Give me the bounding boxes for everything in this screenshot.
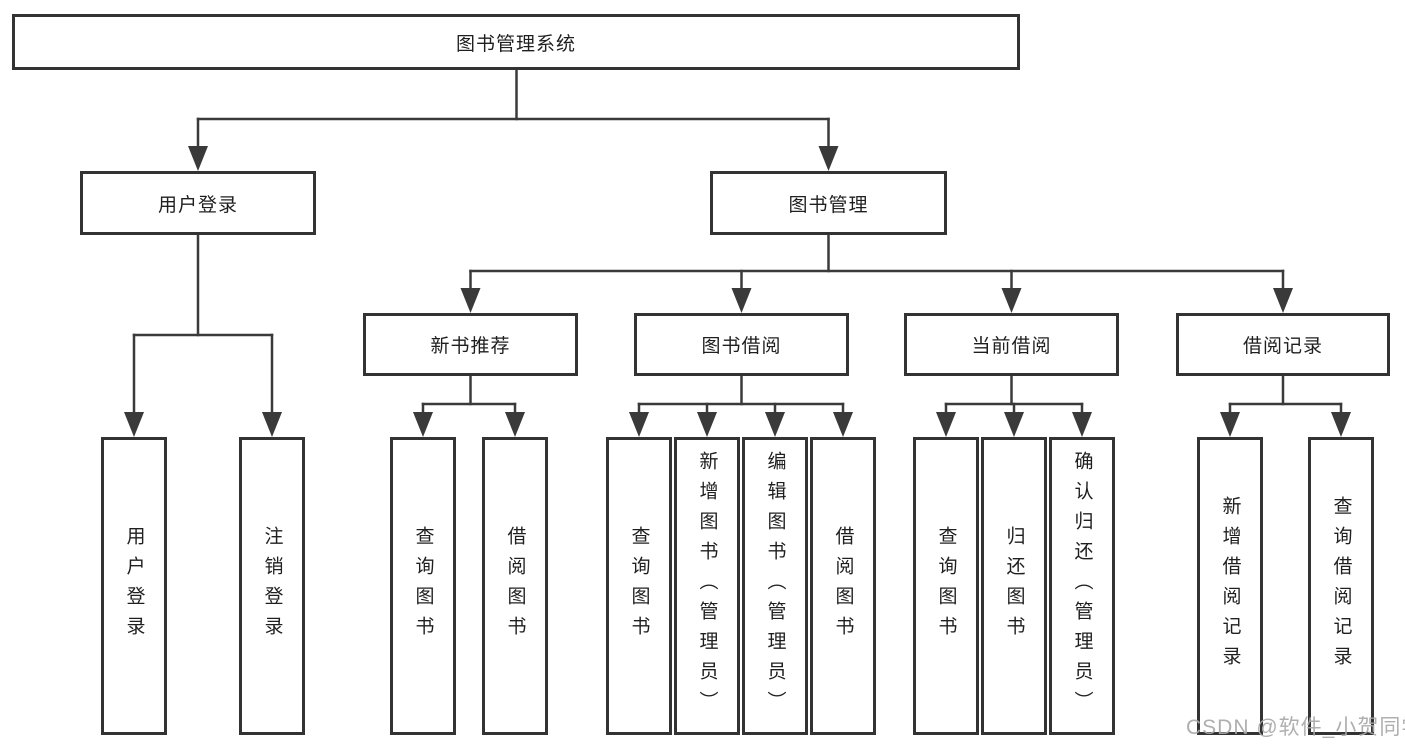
leaf-current-query-book-label: 查询图书: [935, 526, 957, 646]
arrowhead: [1004, 412, 1024, 437]
node-book-mgmt: 图书管理: [710, 171, 947, 235]
arrowhead: [1331, 412, 1351, 437]
arrowhead: [765, 412, 785, 437]
leaf-borrow-borrow-book: 借阅图书: [810, 437, 876, 735]
leaf-rec-query-book: 查询图书: [390, 437, 456, 735]
leaf-current-return-book: 归还图书: [981, 437, 1047, 735]
node-borrow-records: 借阅记录: [1176, 313, 1390, 376]
arrowhead: [505, 412, 525, 437]
node-user-login-label: 用户登录: [157, 194, 238, 216]
leaf-borrow-add-book-admin-label: 新增图书（管理员）: [696, 451, 718, 721]
node-book-borrow: 图书借阅: [634, 313, 849, 376]
arrowhead: [262, 412, 282, 437]
node-current-borrow-label: 当前借阅: [971, 336, 1052, 357]
arrowhead: [697, 412, 717, 437]
leaf-borrow-borrow-book-label: 借阅图书: [832, 526, 854, 646]
node-root: 图书管理系统: [12, 14, 1020, 70]
leaf-current-return-book-label: 归还图书: [1003, 526, 1025, 646]
leaf-records-query-record-label: 查询借阅记录: [1330, 496, 1352, 676]
leaf-records-add-record-label: 新增借阅记录: [1219, 496, 1241, 676]
leaf-records-query-record: 查询借阅记录: [1308, 437, 1374, 735]
leaf-current-confirm-return-admin-label: 确认归还（管理员）: [1071, 451, 1093, 721]
connector-root-to-branches: [188, 70, 839, 171]
node-book-mgmt-label: 图书管理: [788, 194, 869, 216]
arrowhead: [1001, 288, 1022, 313]
leaf-current-query-book: 查询图书: [913, 437, 979, 735]
leaf-borrow-edit-book-admin: 编辑图书（管理员）: [742, 437, 808, 735]
arrowhead: [460, 288, 481, 313]
arrowhead: [936, 412, 956, 437]
leaf-records-add-record: 新增借阅记录: [1197, 437, 1263, 735]
leaf-user-login: 用户登录: [101, 437, 167, 735]
node-new-book-rec: 新书推荐: [363, 313, 578, 376]
arrowhead: [1220, 412, 1240, 437]
connector-new-book-rec-to-leaves: [413, 376, 525, 437]
connector-borrow-records-to-leaves: [1220, 376, 1351, 437]
node-user-login: 用户登录: [80, 171, 316, 235]
leaf-logout: 注销登录: [239, 437, 305, 735]
leaf-rec-query-book-label: 查询图书: [412, 526, 434, 646]
arrowhead: [629, 412, 649, 437]
node-root-label: 图书管理系统: [455, 33, 576, 55]
arrowhead: [1072, 412, 1092, 437]
arrowhead: [1273, 288, 1293, 313]
arrowhead: [731, 288, 752, 313]
leaf-borrow-add-book-admin: 新增图书（管理员）: [674, 437, 740, 735]
connector-book-mgmt-to-groups: [460, 235, 1293, 313]
leaf-rec-borrow-book-label: 借阅图书: [504, 526, 526, 646]
leaf-borrow-edit-book-admin-label: 编辑图书（管理员）: [764, 451, 786, 721]
leaf-borrow-query-book-label: 查询图书: [628, 526, 650, 646]
connector-current-borrow-to-leaves: [936, 376, 1092, 437]
watermark-text: CSDN @软件_小贺同学: [1186, 716, 1405, 739]
leaf-rec-borrow-book: 借阅图书: [482, 437, 548, 735]
arrowhead: [818, 146, 839, 171]
node-new-book-rec-label: 新书推荐: [430, 336, 511, 357]
leaf-borrow-query-book: 查询图书: [606, 437, 672, 735]
leaf-logout-label: 注销登录: [261, 526, 283, 646]
connector-book-borrow-to-leaves: [629, 376, 853, 437]
connector-user-login-to-leaves: [124, 235, 282, 437]
node-current-borrow: 当前借阅: [904, 313, 1119, 376]
arrowhead: [413, 412, 433, 437]
arrowhead: [188, 146, 208, 171]
arrowhead: [833, 412, 853, 437]
node-book-borrow-label: 图书借阅: [701, 336, 782, 357]
leaf-user-login-label: 用户登录: [123, 526, 145, 646]
leaf-current-confirm-return-admin: 确认归还（管理员）: [1049, 437, 1115, 735]
node-borrow-records-label: 借阅记录: [1242, 336, 1323, 357]
arrowhead: [124, 412, 144, 437]
